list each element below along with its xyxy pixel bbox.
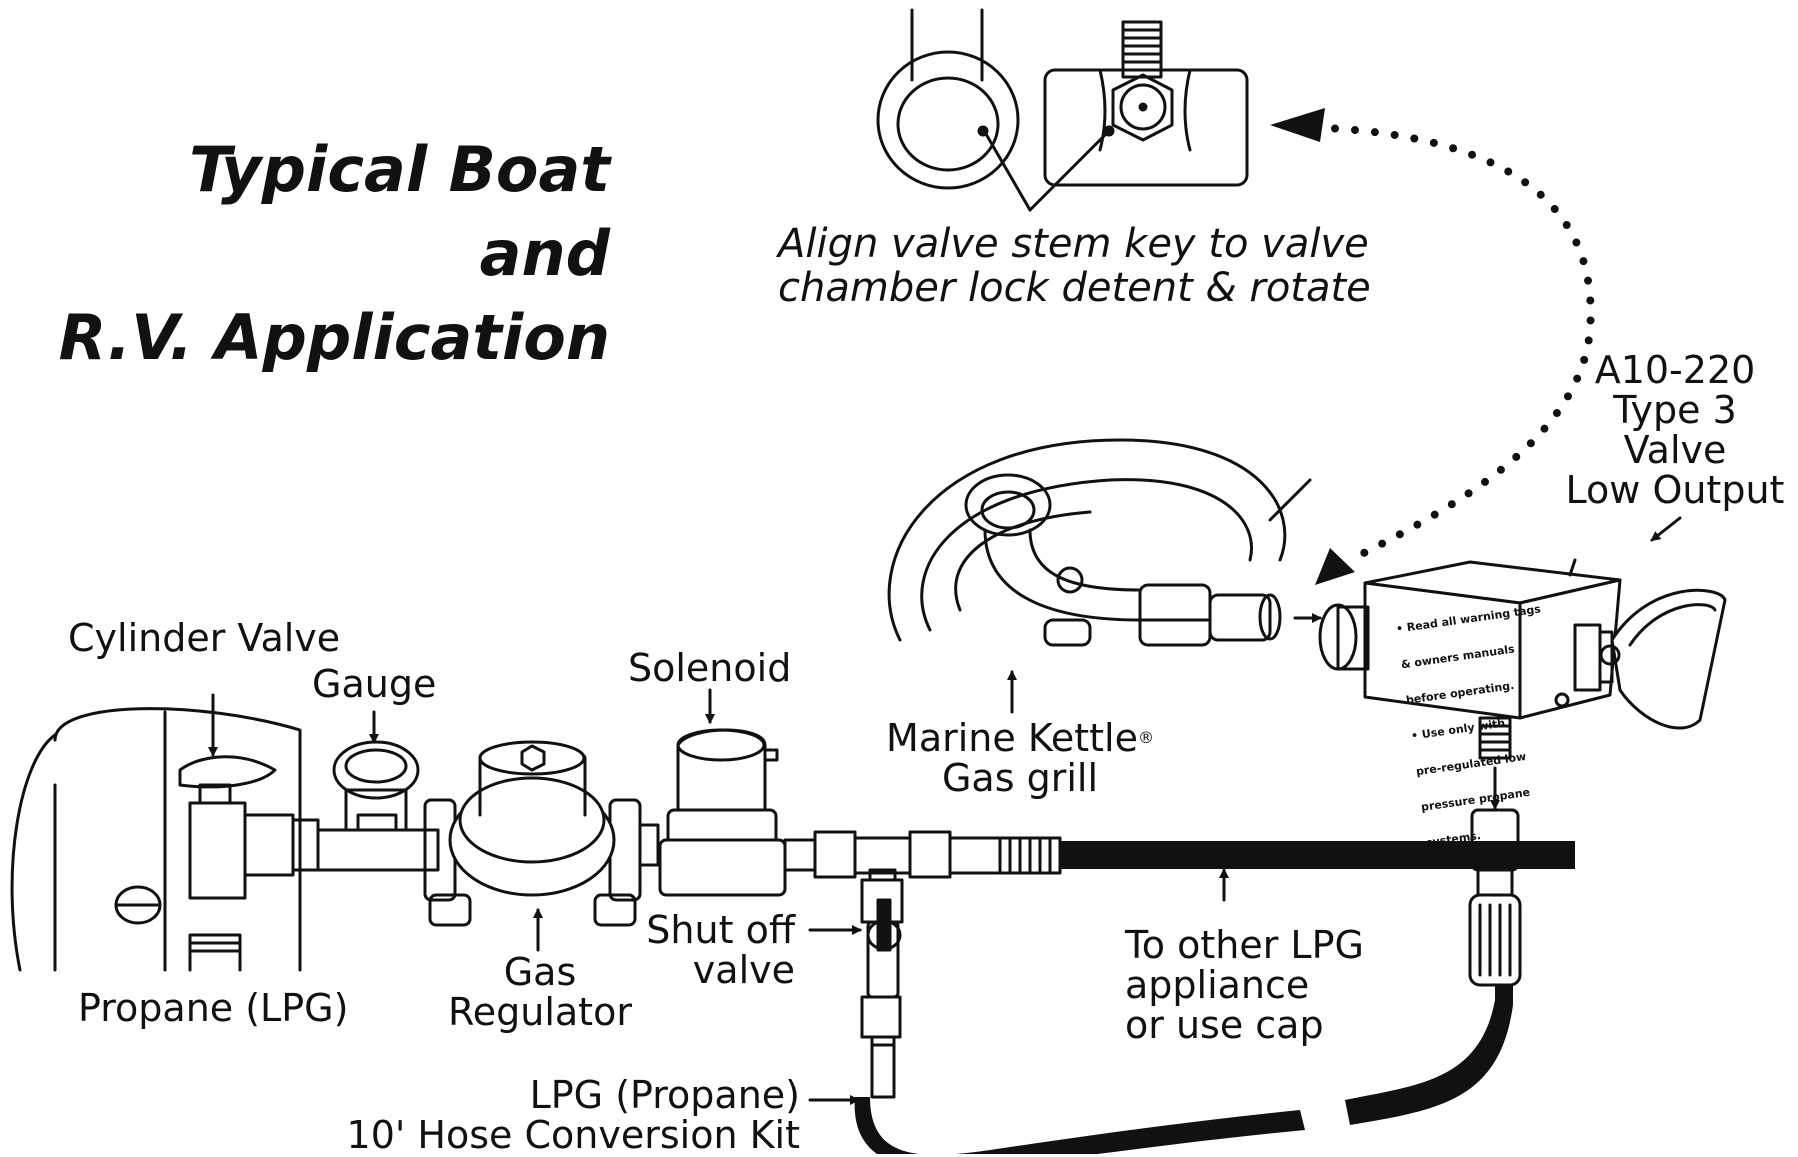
title-line-2: R.V. Application [58, 301, 610, 374]
valve-model-label: A10-220 Type 3 Valve Low Output [1555, 350, 1795, 510]
warning-line-2: & owners manuals [1400, 642, 1516, 672]
cylinder-valve-label: Cylinder Valve [68, 616, 341, 660]
gas-regulator-line-2: Regulator [448, 990, 632, 1034]
shutoff-line-1: Shut off [646, 908, 795, 952]
gas-regulator-line-1: Gas [503, 950, 577, 994]
hose-kit-label: LPG (Propane) 10' Hose Conversion Kit [330, 1075, 800, 1155]
type3-valve-body [1318, 516, 1727, 810]
shutoff-line-2: valve [692, 948, 795, 992]
gas-regulator [423, 740, 660, 952]
hose-kit-line-1: LPG (Propane) [529, 1073, 800, 1117]
title-line-1: Typical Boat and [189, 133, 610, 290]
other-appliance-line-2: appliance [1125, 963, 1310, 1007]
align-instruction-line-1: Align valve stem key to valve [778, 221, 1369, 267]
align-instruction-line-2: chamber lock detent & rotate [778, 265, 1371, 311]
pressure-gauge [316, 710, 440, 872]
warning-line-4: • Use only with [1410, 716, 1506, 743]
solenoid-valve [658, 688, 787, 897]
other-appliance-line-3: or use cap [1125, 1003, 1324, 1047]
align-instruction: Align valve stem key to valve chamber lo… [778, 222, 1371, 310]
valve-model-line-2: Type 3 [1613, 388, 1737, 432]
solenoid-label: Solenoid [628, 646, 792, 690]
hose-to-other-appliance [1060, 841, 1575, 869]
warning-line-1: • Read all warning tags [1395, 602, 1542, 636]
diagram-title: Typical Boat and R.V. Application [40, 128, 610, 380]
warning-line-5: pre-regulated low [1415, 749, 1528, 779]
shutoff-valve [808, 898, 902, 1099]
marine-kettle-grill [887, 438, 1322, 714]
valve-model-line-3: Valve [1623, 428, 1727, 472]
other-appliance-line-1: To other LPG [1125, 923, 1364, 967]
tee-fitting [783, 830, 1002, 924]
warning-line-6: pressure propane [1420, 785, 1531, 814]
gas-regulator-label: Gas Regulator [430, 952, 650, 1032]
gauge-label: Gauge [312, 662, 437, 706]
propane-label: Propane (LPG) [78, 986, 349, 1030]
warning-line-3: before operating. [1405, 678, 1516, 707]
marine-kettle-line-1: Marine Kettle [886, 716, 1138, 760]
marine-kettle-line-2: Gas grill [941, 756, 1099, 800]
valve-model-line-1: A10-220 [1594, 348, 1756, 392]
propane-cylinder [10, 693, 320, 972]
valve-chamber-inset [1043, 20, 1249, 187]
valve-model-line-4: Low Output [1565, 468, 1785, 512]
marine-kettle-label: Marine Kettle® Gas grill [870, 718, 1170, 798]
shutoff-valve-label: Shut off valve [620, 910, 795, 990]
registered-mark: ® [1137, 728, 1154, 747]
other-appliance-label: To other LPG appliance or use cap [1125, 925, 1364, 1045]
hose-kit-line-2: 10' Hose Conversion Kit [346, 1113, 800, 1157]
valve-stem-inset [876, 8, 1020, 190]
